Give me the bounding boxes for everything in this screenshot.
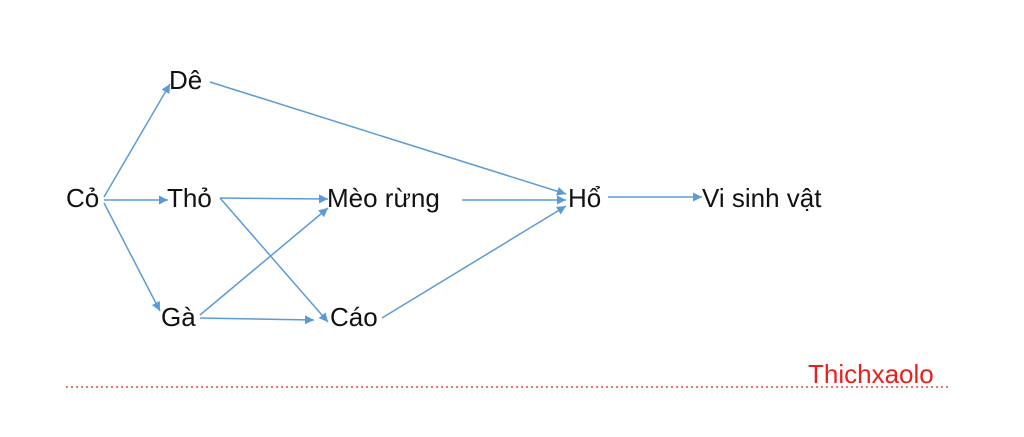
edges-group: [103, 81, 702, 325]
node-cao: Cáo: [330, 302, 378, 332]
edge-ga-meo: [199, 207, 329, 316]
edge-co-de: [103, 83, 171, 198]
edge-tho-meo: [219, 194, 329, 204]
edge-cao-ho: [381, 205, 567, 319]
watermark-text: Thichxaolo: [808, 359, 934, 389]
edge-de-ho: [209, 81, 567, 196]
edge-tho-cao: [219, 197, 329, 323]
node-co: Cỏ: [66, 183, 99, 213]
node-ho: Hổ: [568, 183, 601, 213]
node-ga: Gà: [161, 302, 196, 332]
edge-co-ga: [103, 202, 161, 312]
node-vi-sinh-vat: Vi sinh vật: [702, 183, 822, 213]
node-de: Dê: [169, 65, 202, 95]
edge-ga-cao: [199, 315, 315, 325]
node-meo-rung: Mèo rừng: [327, 183, 440, 213]
nodes-group: Cỏ Dê Thỏ Gà Mèo rừng Cáo Hổ Vi sinh vật: [66, 65, 822, 332]
node-tho: Thỏ: [167, 183, 212, 213]
